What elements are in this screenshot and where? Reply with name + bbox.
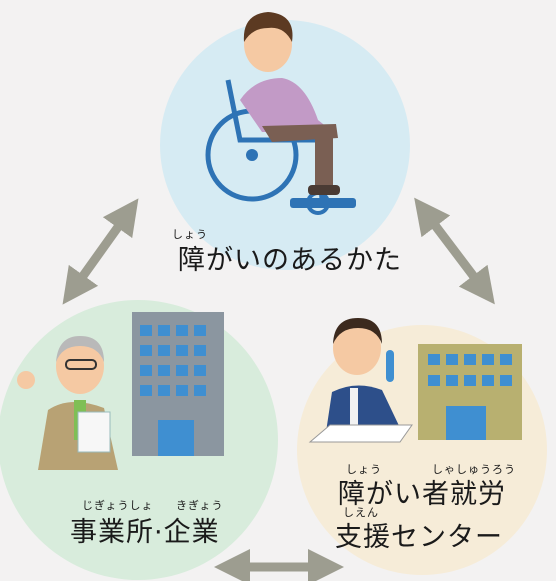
- top-label-ruby: しょう: [172, 228, 208, 241]
- wheelchair-user-illustration: [205, 12, 356, 215]
- arrow-top-right: [414, 197, 495, 305]
- company-illustration: [17, 312, 224, 470]
- support-center-illustration: [308, 318, 522, 443]
- right-label-ruby-3: しえん: [343, 506, 379, 519]
- right-label-ruby-1: しょう: [346, 463, 382, 476]
- right-label-line-2: 支援センター: [335, 522, 503, 553]
- left-label-ruby-2: きぎょう: [176, 499, 224, 512]
- left-label-ruby-1: じぎょうしょ: [82, 499, 154, 512]
- right-label-ruby-2: しゃしゅうろう: [432, 463, 516, 476]
- left-label: 事業所·企業: [70, 517, 220, 548]
- right-label-line-1: 障がい者就労: [338, 479, 506, 510]
- arrow-top-left: [62, 198, 139, 305]
- top-label: 障がいのあるかた: [178, 245, 402, 276]
